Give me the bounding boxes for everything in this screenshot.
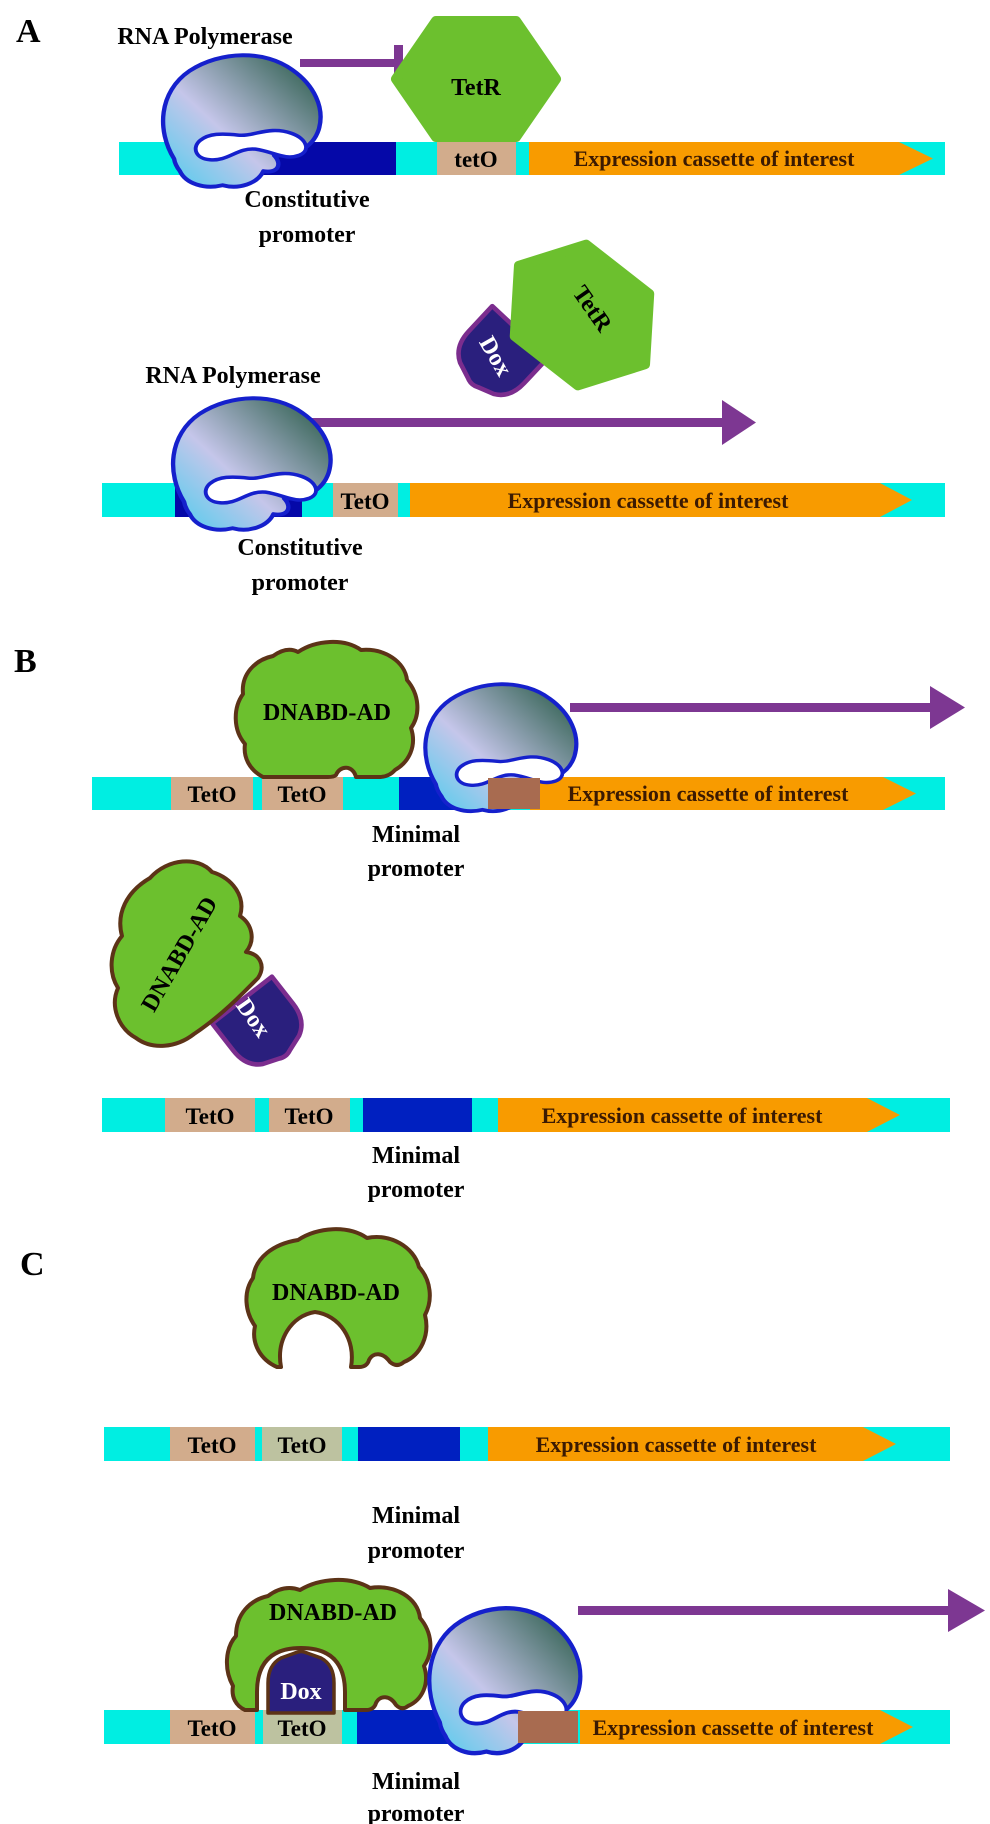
panel-c-row1: DNABD-AD TetO TetO Expression cassette o… <box>104 1227 950 1564</box>
constitutive-promoter-label-line2: promoter <box>252 570 349 596</box>
teto-label-1: TetO <box>186 1104 235 1129</box>
panel-a-row1: RNA Polymerase tetO Expression cassette … <box>117 21 945 248</box>
rna-polymerase-label: RNA Polymerase <box>145 363 321 389</box>
panel-c-letter: C <box>20 1246 45 1283</box>
panel-a-row2: TetR Dox RNA Polymerase TetO Expression … <box>102 220 945 596</box>
expression-cassette-body <box>488 1427 863 1461</box>
dnabd-ad-protein <box>233 639 420 779</box>
dnabd-ad-protein <box>109 859 264 1048</box>
teto-label-1: TetO <box>188 782 237 807</box>
minimal-promoter-label-line2: promoter <box>368 1177 465 1203</box>
minimal-promoter-label-line1: Minimal <box>372 1143 460 1169</box>
minimal-promoter-label-line2: promoter <box>368 1538 465 1564</box>
expression-cassette-label: Expression cassette of interest <box>508 488 790 513</box>
transcription-arrow <box>290 400 756 445</box>
transcription-arrow <box>578 1589 985 1632</box>
teto-box-1 <box>170 1427 255 1461</box>
minimal-promoter-label-line2: promoter <box>368 1801 465 1824</box>
teto-label-1: TetO <box>188 1716 237 1741</box>
rna-polymerase-label: RNA Polymerase <box>117 24 293 50</box>
expression-cassette-label: Expression cassette of interest <box>542 1103 824 1128</box>
teto-box <box>437 142 516 175</box>
tetr-label: TetR <box>451 75 501 101</box>
inhibition-tbar <box>300 45 403 85</box>
panel-b-row1: TetO TetO Expression cassette of interes… <box>92 639 965 882</box>
minimal-promoter-label-line1: Minimal <box>372 1769 460 1795</box>
expression-cassette-arrowhead <box>899 142 933 175</box>
expression-cassette-body <box>530 777 883 810</box>
teto-label-2: TetO <box>278 1716 327 1741</box>
teto-box-2 <box>269 1098 350 1132</box>
expression-cassette-arrowhead <box>863 1427 896 1461</box>
teto-box-2 <box>263 1710 342 1744</box>
teto-label-2: TetO <box>278 1433 327 1458</box>
teto-box-2 <box>262 777 343 810</box>
rna-polymerase-foot <box>488 778 540 809</box>
teto-label-2: TetO <box>278 782 327 807</box>
constitutive-promoter-label-line1: Constitutive <box>244 187 370 213</box>
minimal-promoter-box <box>358 1427 460 1461</box>
dnabd-ad-label: DNABD-AD <box>272 1280 400 1306</box>
dnabd-ad-label: DNABD-AD <box>269 1600 397 1626</box>
teto-box-2 <box>262 1427 342 1461</box>
teto-label: TetO <box>341 489 390 514</box>
expression-cassette-label: Expression cassette of interest <box>593 1715 875 1740</box>
minimal-promoter-box <box>363 1098 472 1132</box>
teto-box-1 <box>165 1098 255 1132</box>
expression-cassette-body <box>580 1710 880 1744</box>
teto-box <box>333 483 398 517</box>
expression-cassette-arrowhead <box>867 1098 900 1132</box>
dnabd-ad-protein <box>225 1577 433 1712</box>
panel-b-row2: DNABD-AD Dox TetO TetO Expression casset… <box>102 859 950 1203</box>
minimal-promoter-label-line1: Minimal <box>372 822 460 848</box>
teto-label-1: TetO <box>188 1433 237 1458</box>
expression-cassette-body <box>498 1098 867 1132</box>
expression-cassette-arrowhead <box>880 1710 913 1744</box>
expression-cassette-arrowhead <box>883 777 916 810</box>
transcription-arrow <box>570 686 965 729</box>
teto-label: tetO <box>454 147 497 172</box>
teto-box-1 <box>170 1710 255 1744</box>
expression-cassette-label: Expression cassette of interest <box>568 781 850 806</box>
panel-b-letter: B <box>14 643 37 680</box>
expression-cassette-label: Expression cassette of interest <box>574 146 856 171</box>
teto-box-1 <box>171 777 253 810</box>
dox-label: Dox <box>280 1679 321 1705</box>
panel-c-row2: TetO TetO Expression cassette of interes… <box>104 1577 985 1824</box>
expression-cassette-arrowhead <box>880 483 912 517</box>
expression-cassette-body <box>529 142 899 175</box>
expression-cassette-body <box>410 483 880 517</box>
rna-polymerase-foot <box>518 1711 578 1743</box>
minimal-promoter-label-line1: Minimal <box>372 1503 460 1529</box>
minimal-promoter-label-line2: promoter <box>368 856 465 882</box>
dnabd-ad-label: DNABD-AD <box>263 700 391 726</box>
constitutive-promoter-label-line2: promoter <box>259 222 356 248</box>
dnabd-ad-protein <box>244 1227 432 1369</box>
teto-label-2: TetO <box>285 1104 334 1129</box>
expression-cassette-label: Expression cassette of interest <box>536 1432 818 1457</box>
constitutive-promoter-label-line1: Constitutive <box>237 535 363 561</box>
panel-a-letter: A <box>16 13 41 50</box>
